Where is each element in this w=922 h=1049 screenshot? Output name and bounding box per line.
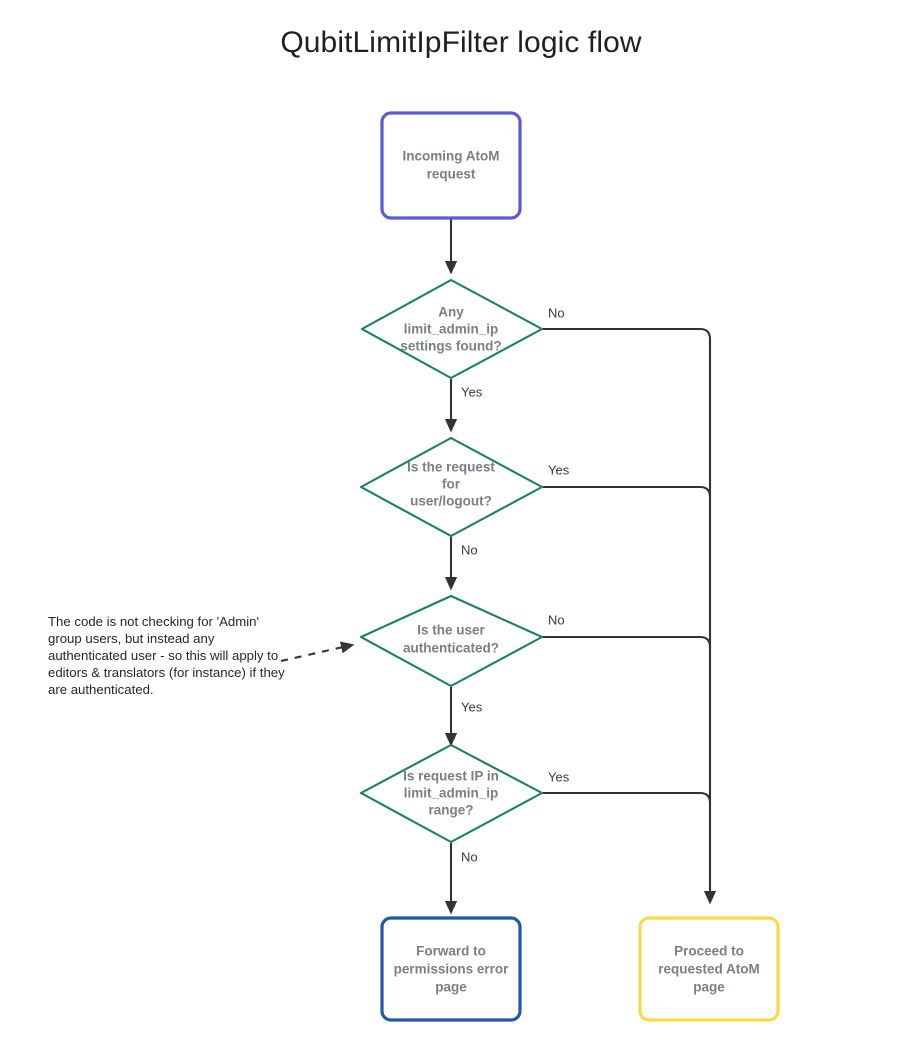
decision1-line-2: limit_admin_ip [404, 322, 499, 337]
error-node-line-2: permissions error [394, 962, 510, 977]
decision2-line-3: user/logout? [410, 494, 492, 509]
proceed-node-line-1: Proceed to [674, 944, 744, 959]
edge-label-decision2-yes: Yes [548, 462, 570, 477]
decision3-line-2: authenticated? [403, 641, 499, 656]
edge-label-decision3-yes: Yes [461, 699, 483, 714]
edge-decision4-yes [543, 791, 712, 804]
edge-label-decision1-yes: Yes [461, 384, 483, 399]
node-request-ip-in-range[interactable]: Is request IP in limit_admin_ip range? [359, 743, 544, 844]
note-line-4: editors & translators (for instance) if … [48, 665, 285, 680]
edge-decision2-yes [543, 485, 712, 498]
node-incoming-request[interactable]: Incoming AtoM request [380, 111, 522, 220]
edge-decision3-no [543, 635, 712, 648]
decision4-line-1: Is request IP in [403, 769, 499, 784]
page-title: QubitLimitIpFilter logic flow [280, 26, 642, 59]
decision4-line-2: limit_admin_ip [404, 786, 499, 801]
error-node-line-1: Forward to [416, 944, 486, 959]
error-node-box [380, 916, 522, 1022]
node-request-for-user-logout[interactable]: Is the request for user/logout? [359, 436, 544, 538]
edge-label-decision1-no: No [548, 305, 565, 320]
decision2-line-1: Is the request [407, 460, 495, 475]
edge-label-decision2-no: No [461, 542, 478, 557]
decision3-diamond [359, 594, 544, 688]
edge-label-decision3-no: No [548, 612, 565, 627]
incoming-request-box [380, 111, 522, 220]
error-node-line-3: page [435, 980, 467, 995]
note-line-3: authenticated user - so this will apply … [48, 648, 278, 663]
decision1-line-3: settings found? [400, 339, 501, 354]
proceed-node-line-3: page [693, 980, 725, 995]
annotation-note: The code is not checking for 'Admin' gro… [48, 614, 285, 697]
note-line-2: group users, but instead any [48, 631, 215, 646]
proceed-node-box [638, 916, 780, 1022]
node-proceed-requested-page[interactable]: Proceed to requested AtoM page [638, 916, 780, 1022]
note-line-5: are authenticated. [48, 682, 154, 697]
decision1-diamond [360, 278, 544, 380]
decision2-line-2: for [442, 477, 461, 492]
decision2-diamond [359, 436, 544, 538]
node-user-authenticated[interactable]: Is the user authenticated? [359, 594, 544, 688]
decision4-diamond [359, 743, 544, 844]
note-line-1: The code is not checking for 'Admin' [48, 614, 259, 629]
decision4-line-3: range? [428, 803, 473, 818]
edge-label-decision4-no: No [461, 849, 478, 864]
node-limit-admin-ip-settings-found[interactable]: Any limit_admin_ip settings found? [360, 278, 544, 380]
decision1-line-1: Any [438, 305, 464, 320]
proceed-node-line-2: requested AtoM [658, 962, 760, 977]
edge-note-to-decision3 [280, 641, 355, 663]
edge-label-decision4-yes: Yes [548, 769, 570, 784]
decision3-line-1: Is the user [417, 623, 485, 638]
node-forward-permissions-error[interactable]: Forward to permissions error page [380, 916, 522, 1022]
edge-decision1-no [543, 327, 717, 905]
incoming-request-line-2: request [427, 167, 476, 182]
incoming-request-line-1: Incoming AtoM [403, 149, 500, 164]
